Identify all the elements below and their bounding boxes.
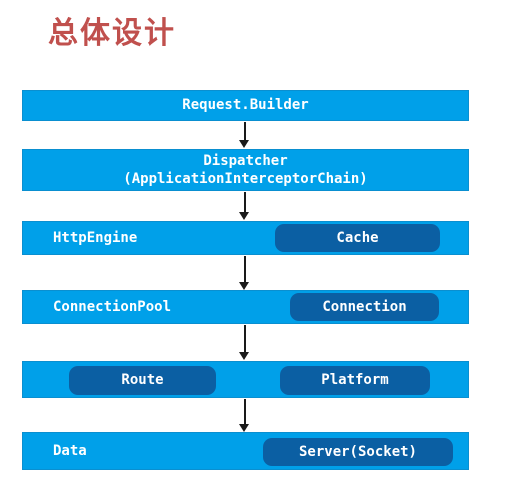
page-title: 总体设计: [48, 16, 176, 51]
layer-dispatcher: Dispatcher (ApplicationInterceptorChain): [22, 149, 469, 191]
route-box: Route: [69, 366, 216, 395]
arrow-down-icon: [239, 399, 250, 432]
layer-connection-pool: ConnectionPool Connection: [22, 290, 469, 324]
server-socket-box: Server(Socket): [263, 438, 453, 466]
data-label: Data: [53, 443, 87, 459]
layer-http-engine: HttpEngine Cache: [22, 221, 469, 255]
request-builder-label: Request.Builder: [182, 97, 309, 113]
layer-route-platform: Route Platform: [22, 361, 469, 398]
connection-pool-label: ConnectionPool: [53, 299, 172, 315]
connection-box: Connection: [290, 293, 439, 321]
dispatcher-label: Dispatcher: [203, 153, 288, 169]
layer-data: Data Server(Socket): [22, 432, 469, 470]
arrow-down-icon: [239, 122, 250, 148]
arrow-down-icon: [239, 325, 250, 360]
platform-box: Platform: [280, 366, 430, 395]
http-engine-label: HttpEngine: [53, 230, 138, 246]
dispatcher-sublabel: (ApplicationInterceptorChain): [123, 171, 368, 187]
layer-request-builder: Request.Builder: [22, 90, 469, 121]
cache-box: Cache: [275, 224, 440, 252]
arrow-down-icon: [239, 256, 250, 290]
arrow-down-icon: [239, 192, 250, 220]
